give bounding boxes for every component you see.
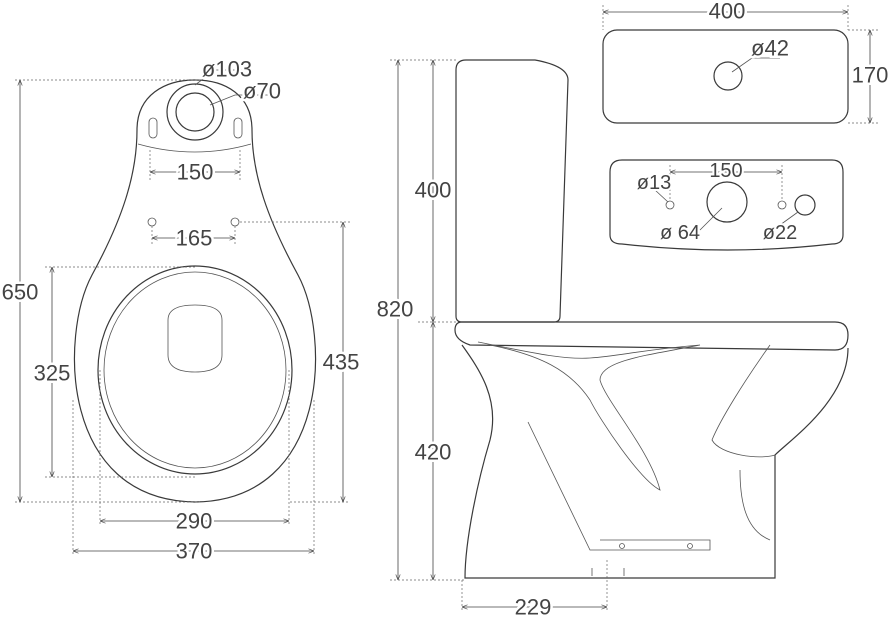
- tank-lid-view: 400 170 ø42: [602, 0, 891, 124]
- side-hole: [794, 194, 816, 216]
- mount-slot-left: [148, 117, 158, 139]
- top-view: ø103 ø70 150 165 650 325 435 290 370: [0, 54, 362, 566]
- seat-outer: [97, 265, 293, 475]
- bowl-rim: [454, 321, 849, 351]
- tank-top-view: 150 ø13 ø 64 ø22: [609, 158, 844, 251]
- dim-tank-height: 400: [415, 178, 452, 203]
- dim-outlet-offset: 229: [515, 595, 552, 618]
- dim-lid-depth: 170: [852, 63, 889, 88]
- dim-lid-width: 400: [709, 0, 746, 24]
- base-hole-2: [687, 543, 693, 549]
- mount-slot-right: [233, 117, 243, 139]
- seat-inner: [103, 271, 287, 469]
- dim-seat-width: 290: [176, 509, 213, 534]
- bowl-opening: [167, 304, 223, 373]
- top-view-outline: [73, 79, 317, 503]
- lid-outline: [602, 29, 849, 124]
- seat-hole-right: [230, 217, 240, 227]
- dim-hole-spacing: 165: [176, 226, 213, 251]
- tank-seam: [137, 143, 252, 153]
- base-hole-1: [619, 543, 625, 549]
- seat-hole-left: [147, 217, 157, 227]
- dim-total-height: 820: [377, 297, 414, 322]
- base-inner: [527, 421, 711, 551]
- side-view: 400 820 420 229: [374, 59, 849, 618]
- dim-slot-spacing: 150: [177, 160, 214, 185]
- dim-outlet-outer: ø103: [202, 57, 252, 82]
- tank-top-outline: [609, 159, 844, 251]
- outlet-inner: [175, 92, 215, 132]
- dim-total-length: 650: [2, 280, 39, 305]
- center-hole: [706, 181, 748, 223]
- dim-button-hole: ø42: [751, 36, 789, 61]
- side-small-hole: [777, 200, 787, 210]
- dim-tank-hole-spacing: 150: [709, 160, 742, 182]
- small-hole: [665, 200, 675, 210]
- dim-small-hole: ø13: [637, 172, 671, 194]
- dim-center-hole: ø 64: [660, 222, 700, 244]
- dim-bowl-length: 325: [34, 361, 71, 386]
- dim-bowl-height: 420: [415, 440, 452, 465]
- tank-side: [455, 59, 569, 323]
- button-hole: [713, 61, 743, 91]
- dim-total-width: 370: [176, 539, 213, 564]
- dim-hole-to-front: 435: [323, 350, 360, 375]
- dim-outlet-inner: ø70: [243, 79, 281, 104]
- trap-curve: [477, 341, 701, 491]
- dim-side-hole: ø22: [763, 222, 797, 244]
- bowl-inner: [711, 344, 776, 541]
- bowl-body: [461, 344, 849, 579]
- outlet-outer: [166, 83, 224, 141]
